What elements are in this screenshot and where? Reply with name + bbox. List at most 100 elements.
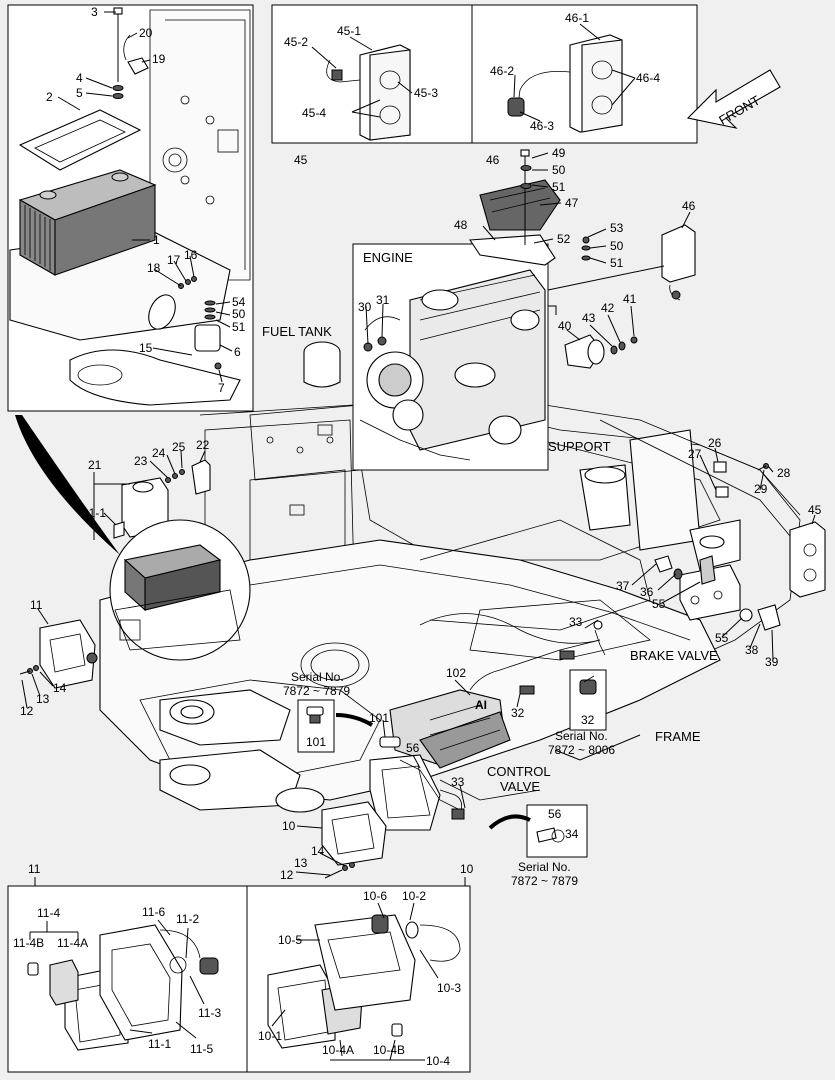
label-51b: 51 — [610, 256, 624, 270]
label-11-6: 11-6 — [142, 905, 165, 919]
label-24: 24 — [152, 446, 166, 460]
label-41: 41 — [623, 292, 637, 306]
label-14b: 14 — [311, 844, 325, 858]
inset-pointer — [15, 415, 120, 555]
label-46-4: 46-4 — [636, 71, 660, 85]
label-49: 49 — [552, 146, 566, 160]
label-6: 6 — [234, 345, 241, 359]
label-10-4: 10-4 — [426, 1054, 450, 1068]
label-50b: 50 — [610, 239, 624, 253]
label-45-4: 45-4 — [302, 106, 326, 120]
label-43: 43 — [582, 311, 596, 325]
label-36: 36 — [640, 585, 654, 599]
label-10a: 10 — [282, 819, 296, 833]
label-46-2: 46-2 — [490, 64, 514, 78]
label-7: 7 — [218, 381, 225, 395]
label-51: 51 — [232, 320, 246, 334]
control-valve-area — [295, 619, 606, 879]
label-engine: ENGINE — [363, 250, 413, 265]
label-5: 5 — [76, 86, 83, 100]
label-42: 42 — [601, 301, 615, 315]
label-55a: 55 — [652, 597, 666, 611]
label-38: 38 — [745, 643, 759, 657]
front-arrow-icon — [686, 69, 781, 129]
label-12: 12 — [20, 704, 34, 718]
serial-56-range: 7872 ~ 7879 — [511, 874, 578, 888]
label-20: 20 — [139, 26, 153, 40]
battery-inset — [7, 4, 254, 412]
label-39: 39 — [765, 655, 779, 669]
label-10-1: 10-1 — [258, 1029, 282, 1043]
label-11-1: 11-1 — [148, 1037, 171, 1051]
label-10-6: 10-6 — [363, 889, 387, 903]
label-11: 11 — [30, 598, 43, 612]
label-valve: VALVE — [500, 779, 540, 794]
label-45-3: 45-3 — [414, 86, 438, 100]
label-1: 1 — [153, 233, 160, 247]
label-30: 30 — [358, 300, 372, 314]
label-56b: 56 — [548, 807, 562, 821]
label-52: 52 — [557, 232, 571, 246]
label-18: 18 — [147, 261, 161, 275]
label-15: 15 — [139, 341, 153, 355]
label-11-2: 11-2 — [176, 912, 199, 926]
labels: 3 20 19 4 5 2 1 18 17 16 54 50 51 6 15 7… — [13, 5, 822, 1068]
battery-zoom-circle — [109, 519, 251, 661]
label-102: 102 — [446, 666, 466, 680]
label-48: 48 — [454, 218, 468, 232]
label-27: 27 — [688, 447, 702, 461]
label-46-1: 46-1 — [565, 11, 589, 25]
label-11-5: 11-5 — [190, 1042, 213, 1056]
label-33a: 33 — [569, 615, 583, 629]
label-26: 26 — [708, 436, 722, 450]
label-ai: AI — [475, 698, 487, 712]
label-32a: 32 — [511, 706, 525, 720]
serial-56-label: Serial No. — [518, 860, 571, 874]
label-33b: 33 — [451, 775, 465, 789]
engine-inset — [352, 243, 549, 471]
left-components — [19, 450, 211, 709]
label-frame: FRAME — [655, 729, 701, 744]
label-22: 22 — [196, 438, 210, 452]
label-12b: 12 — [280, 868, 294, 882]
label-11-4b: 11-4B — [13, 936, 44, 950]
label-50a: 50 — [552, 163, 566, 177]
right-components — [631, 447, 826, 661]
label-10-4b: 10-4B — [373, 1043, 405, 1057]
label-4: 4 — [76, 71, 83, 85]
lamp-inset — [271, 4, 698, 144]
serial-101-range: 7872 ~ 7879 — [283, 684, 350, 698]
label-fuel-tank: FUEL TANK — [262, 324, 332, 339]
main-chassis-drawing — [99, 341, 811, 813]
serial-101-label: Serial No. — [291, 670, 344, 684]
label-21-1: 21-1 — [82, 506, 106, 520]
label-40: 40 — [558, 319, 572, 333]
bottom-insets — [7, 877, 471, 1073]
label-17: 17 — [167, 253, 181, 267]
label-51a: 51 — [552, 180, 566, 194]
serial-insets — [297, 669, 641, 858]
label-13b: 13 — [294, 856, 308, 870]
label-32b: 32 — [581, 713, 595, 727]
label-28: 28 — [777, 466, 791, 480]
label-21: 21 — [88, 458, 102, 472]
label-control: CONTROL — [487, 764, 551, 779]
label-101a: 101 — [369, 711, 389, 725]
serial-32-range: 7872 ~ 8006 — [548, 743, 615, 757]
label-47: 47 — [565, 196, 579, 210]
label-brake-valve: BRAKE VALVE — [630, 648, 718, 663]
label-10-3: 10-3 — [437, 981, 461, 995]
label-45c: 45 — [808, 503, 822, 517]
label-50: 50 — [232, 307, 246, 321]
label-45: 45 — [294, 153, 308, 167]
label-31: 31 — [376, 293, 390, 307]
bracket-parts — [469, 149, 696, 369]
label-101b: 101 — [306, 735, 326, 749]
label-11-4: 11-4 — [37, 906, 60, 920]
label-10-4a: 10-4A — [322, 1043, 354, 1057]
serial-32-label: Serial No. — [555, 729, 608, 743]
label-10-inset: 10 — [460, 862, 474, 876]
label-46: 46 — [486, 153, 500, 167]
label-29: 29 — [754, 482, 768, 496]
label-3: 3 — [91, 5, 98, 19]
